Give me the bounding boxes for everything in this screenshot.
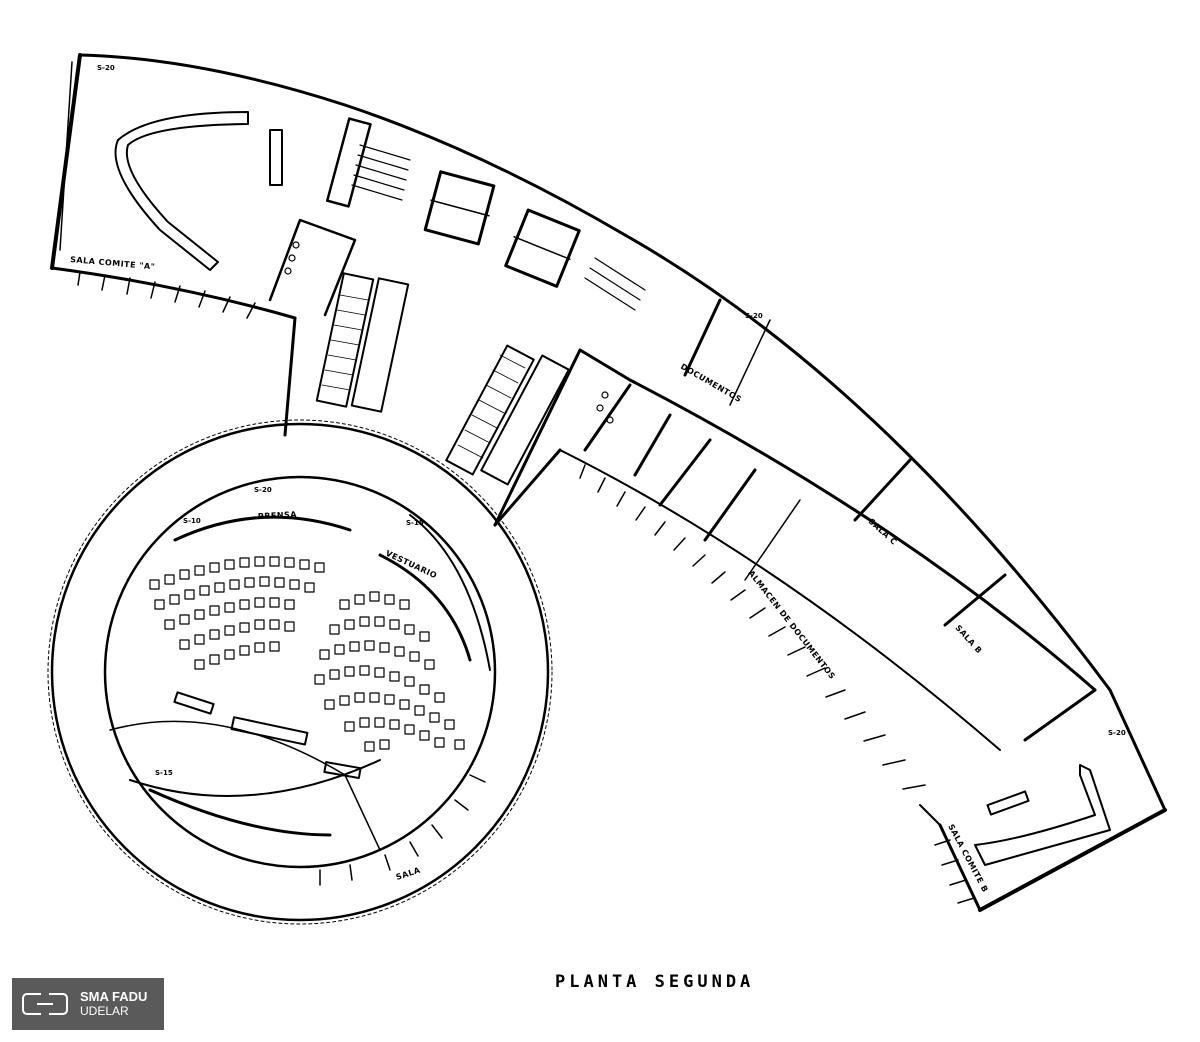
- label-almacen-documentos: ALMACEN DE DOCUMENTOS: [746, 569, 837, 681]
- tag-6: S-15: [155, 769, 173, 777]
- room-labels: SALA COMITE "A" SALA C SALA B ALMACEN DE…: [70, 255, 990, 894]
- logo-line2: UDELAR: [80, 1004, 129, 1018]
- label-sala-b: SALA B: [954, 623, 984, 655]
- assembly-hall: [47, 419, 553, 925]
- tag-3: S-20: [254, 486, 272, 494]
- logo-mark-icon: [22, 993, 68, 1015]
- tag-2: S-10: [183, 517, 201, 525]
- label-sala-comite-a: SALA COMITE "A": [70, 255, 156, 271]
- link-corridor: [268, 103, 646, 527]
- watermark-logo: SMA FADU UDELAR: [12, 978, 164, 1030]
- plan-title: PLANTA SEGUNDA: [555, 972, 755, 992]
- label-sala: SALA: [395, 865, 422, 881]
- label-prensa: PRENSA: [258, 510, 298, 521]
- tag-7: S-20: [1108, 729, 1126, 737]
- tag-1: S-20: [97, 64, 115, 72]
- equipment-tags: S-20 S-10 S-20 S-15 S-20 S-15 S-20: [97, 64, 1126, 777]
- tag-4: S-15: [406, 519, 424, 527]
- east-wing: [493, 233, 1167, 912]
- tag-5: S-20: [745, 312, 763, 320]
- left-wing: [50, 53, 347, 320]
- label-sala-c: SALA C: [867, 517, 899, 547]
- logo-line1: SMA FADU: [80, 989, 148, 1004]
- label-documentos: DOCUMENTOS: [679, 362, 743, 404]
